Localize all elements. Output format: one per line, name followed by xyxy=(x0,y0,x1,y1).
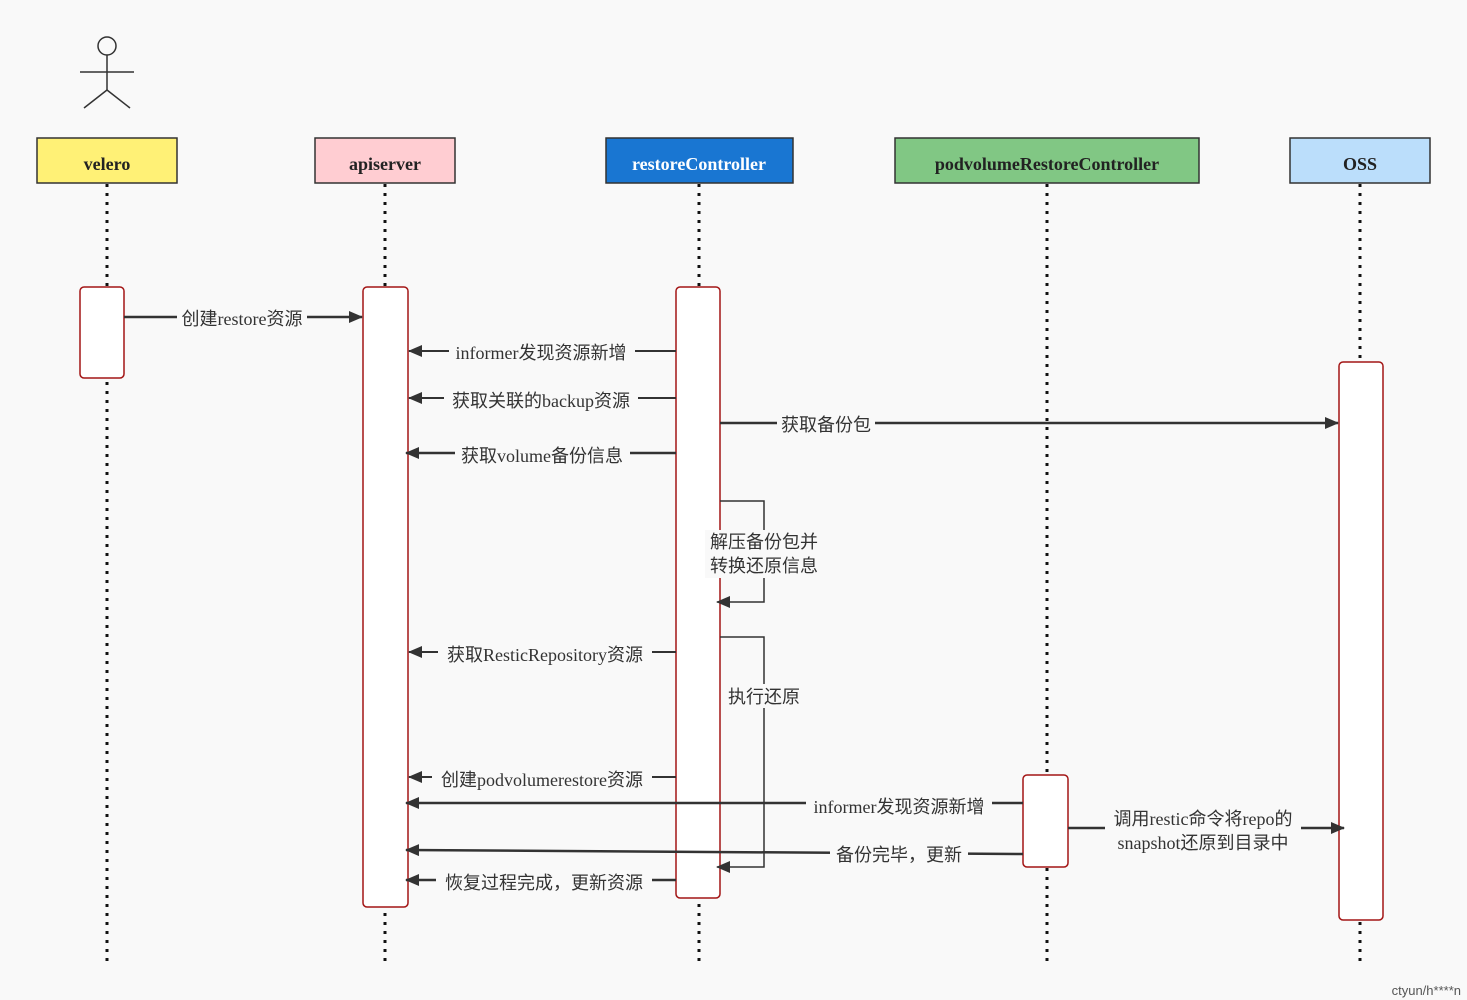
message-label-create-restore: 创建restore资源 xyxy=(182,309,303,329)
message-label-get-volume-backup-info: 获取volume备份信息 xyxy=(461,446,623,466)
activation-restore-controller xyxy=(675,286,721,899)
participant-velero-label: velero xyxy=(84,154,131,174)
message-label-get-backup-resource: 获取关联的backup资源 xyxy=(452,391,630,411)
participant-velero: velero xyxy=(36,137,178,184)
message-label-get-backup-package: 获取备份包 xyxy=(781,415,871,435)
participant-oss: OSS xyxy=(1289,137,1431,184)
watermark: ctyun/h****n xyxy=(1391,983,1461,998)
message-label-restic-restore-snapshot-line2: snapshot还原到目录中 xyxy=(1118,833,1289,853)
stick-figure-actor-icon xyxy=(80,36,134,109)
message-label-decompress-convert-line1: 解压备份包并 xyxy=(710,532,818,552)
activation-oss xyxy=(1338,361,1384,921)
participant-podvolume-restore-controller: podvolumeRestoreController xyxy=(894,137,1200,184)
participant-restore-controller: restoreController xyxy=(605,137,794,184)
messages xyxy=(124,311,1345,886)
message-arrow-execute-restore xyxy=(716,636,765,873)
message-label-backup-done-update: 备份完毕，更新 xyxy=(836,845,962,865)
message-label-restic-restore-snapshot-line1: 调用restic命令将repo的 xyxy=(1114,809,1293,829)
participant-restore-controller-label: restoreController xyxy=(632,154,766,174)
message-label-get-restic-repository: 获取ResticRepository资源 xyxy=(447,645,643,665)
message-label-restore-complete-update: 恢复过程完成，更新资源 xyxy=(445,873,643,893)
message-label-execute-restore: 执行还原 xyxy=(728,687,800,707)
message-label-informer-new-resource-1: informer发现资源新增 xyxy=(456,343,627,363)
activation-velero xyxy=(79,286,125,379)
message-label-decompress-convert-line2: 转换还原信息 xyxy=(710,556,818,576)
participant-apiserver-label: apiserver xyxy=(349,154,421,174)
participant-apiserver: apiserver xyxy=(314,137,456,184)
activations xyxy=(79,286,1384,921)
participant-podvolume-restore-controller-label: podvolumeRestoreController xyxy=(935,154,1159,174)
message-label-create-podvolumerestore: 创建podvolumerestore资源 xyxy=(441,770,643,790)
message-labels: 创建restore资源 informer发现资源新增 获取关联的backup资源… xyxy=(177,306,1301,894)
message-label-informer-new-resource-2: informer发现资源新增 xyxy=(814,797,985,817)
activation-podvolume-restore-controller xyxy=(1022,774,1069,868)
participant-oss-label: OSS xyxy=(1343,154,1377,174)
activation-apiserver xyxy=(362,286,409,908)
